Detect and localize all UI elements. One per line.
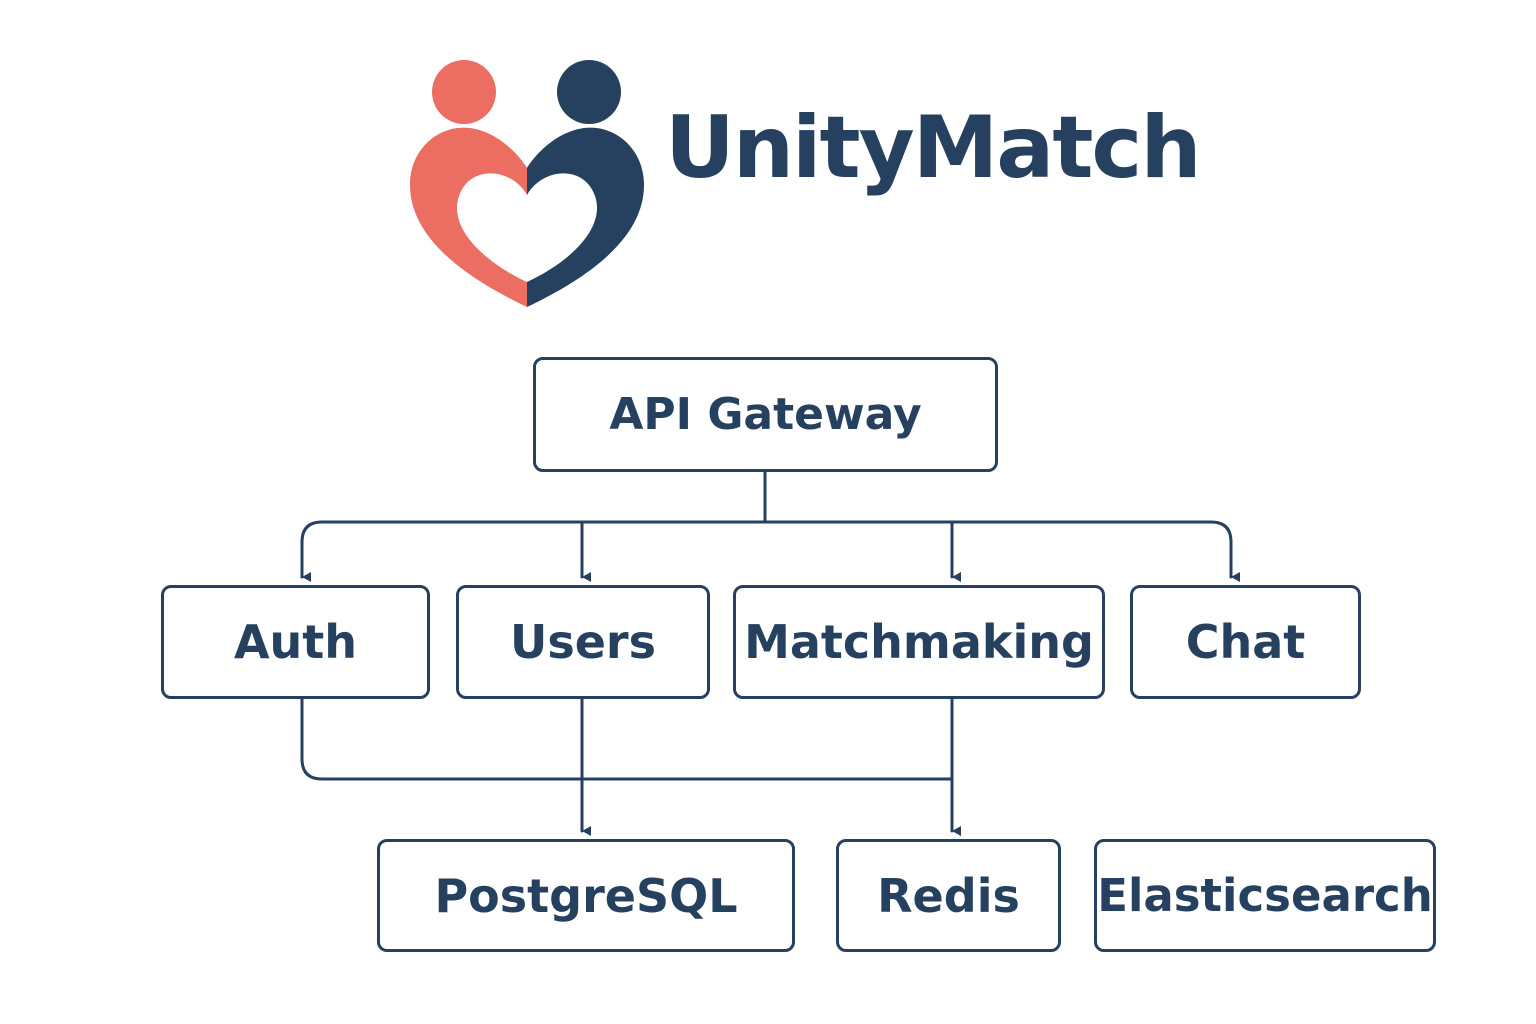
logo-left-body bbox=[410, 127, 527, 307]
node-redis-label: Redis bbox=[877, 868, 1020, 923]
connector-gateway-bus bbox=[300, 520, 1240, 582]
node-api-gateway-label: API Gateway bbox=[609, 389, 922, 440]
brand-name: UnityMatch bbox=[665, 98, 1202, 198]
node-matchmaking: Matchmaking bbox=[733, 585, 1105, 699]
connector-auth-bus bbox=[300, 697, 954, 781]
node-postgresql-label: PostgreSQL bbox=[434, 868, 738, 923]
node-elasticsearch-label: Elasticsearch bbox=[1097, 869, 1433, 922]
node-users-label: Users bbox=[510, 615, 656, 669]
node-auth-label: Auth bbox=[233, 615, 358, 669]
node-chat: Chat bbox=[1130, 585, 1361, 699]
node-auth: Auth bbox=[161, 585, 430, 699]
logo-left-head bbox=[432, 60, 496, 124]
node-api-gateway: API Gateway bbox=[533, 357, 998, 472]
unitymatch-logo-icon bbox=[410, 60, 644, 307]
node-postgresql: PostgreSQL bbox=[377, 839, 795, 952]
logo-right-body bbox=[527, 127, 644, 307]
node-matchmaking-label: Matchmaking bbox=[744, 615, 1094, 669]
node-chat-label: Chat bbox=[1185, 615, 1306, 669]
logo-right-head bbox=[557, 60, 621, 124]
node-elasticsearch: Elasticsearch bbox=[1094, 839, 1436, 952]
node-users: Users bbox=[456, 585, 710, 699]
node-redis: Redis bbox=[836, 839, 1061, 952]
